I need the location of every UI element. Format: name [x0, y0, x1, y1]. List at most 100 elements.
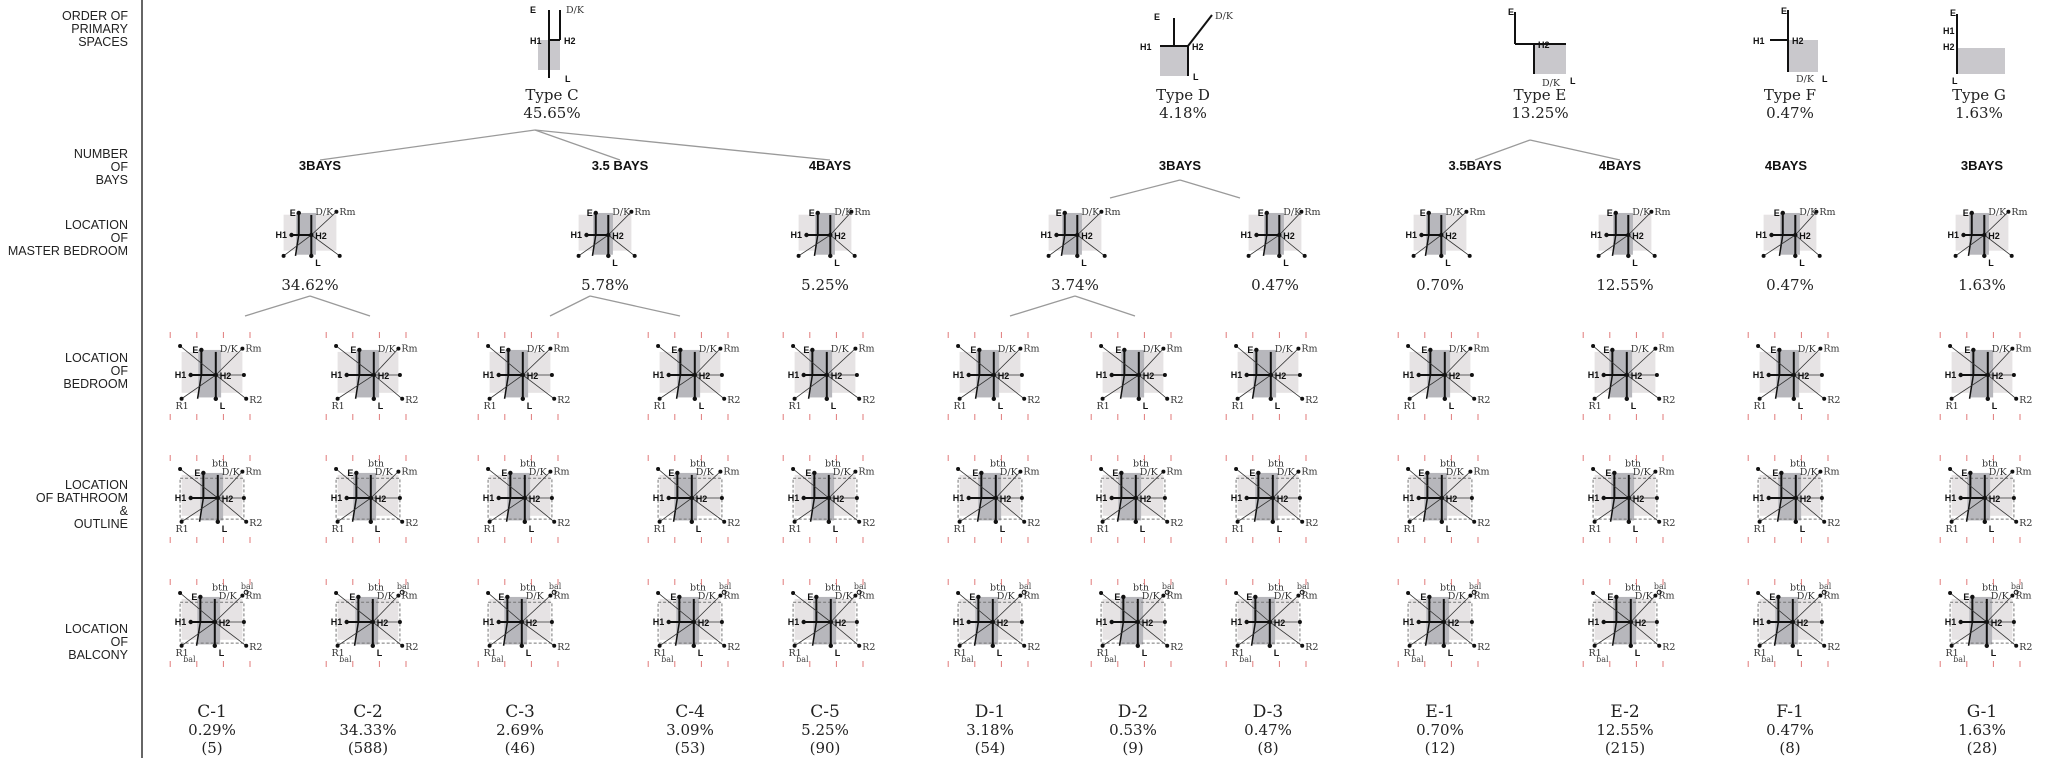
- room-label-entry: E: [194, 468, 200, 478]
- room-label-living: L: [1275, 401, 1281, 411]
- room-label-living: L: [1633, 524, 1639, 534]
- room-label-r2: R2: [1027, 518, 1040, 529]
- room-label-r1: R1: [176, 401, 189, 412]
- room-label-dk: D/K: [1635, 591, 1654, 602]
- room-label-living: L: [1143, 401, 1149, 411]
- room-label-dk: D/K: [566, 5, 585, 16]
- svg-text:BEDROOM: BEDROOM: [63, 377, 128, 391]
- room-label-h1: H1: [1096, 493, 1108, 503]
- room-label-r1: R1: [484, 401, 497, 412]
- bays-label: 4BAYS: [1765, 158, 1807, 173]
- room-label-room: Rm: [854, 207, 870, 218]
- svg-text:BAYS: BAYS: [96, 173, 128, 187]
- room-label-h1: H1: [483, 617, 495, 627]
- room-label-living: L: [998, 401, 1004, 411]
- svg-text:OF: OF: [111, 364, 129, 378]
- room-label-balcony: bal: [2011, 582, 2024, 591]
- room-label-room: Rm: [1823, 467, 1839, 478]
- svg-text:0.47%: 0.47%: [1766, 721, 1814, 739]
- room-label-r1: R1: [1589, 524, 1602, 535]
- room-label-dk: D/K: [1989, 467, 2008, 478]
- room-label-living: L: [1989, 524, 1995, 534]
- svg-text:C-2: C-2: [353, 702, 383, 722]
- room-label-h2: H2: [699, 371, 711, 381]
- room-label-h1: H1: [1406, 230, 1418, 240]
- svg-text:3.18%: 3.18%: [966, 721, 1014, 739]
- room-label-bath: bth: [212, 458, 228, 469]
- room-label-entry: E: [1781, 6, 1787, 16]
- room-label-dk: D/K: [1445, 207, 1464, 218]
- room-label-room: Rm: [1301, 591, 1317, 602]
- room-label-h1: H1: [1588, 370, 1600, 380]
- room-label-entry: E: [290, 208, 296, 218]
- room-label-dk: D/K: [1991, 591, 2010, 602]
- bays-label: 3BAYS: [299, 158, 341, 173]
- room-label-bath: bth: [520, 582, 536, 593]
- room-label-r2: R2: [1170, 642, 1183, 653]
- room-label-r2: R2: [862, 642, 875, 653]
- room-label-entry: E: [587, 208, 593, 218]
- room-label-bath: bth: [1440, 582, 1456, 593]
- room-label-entry: E: [1963, 592, 1969, 602]
- room-label-dk: D/K: [1992, 344, 2011, 355]
- room-label-dk: D/K: [1633, 467, 1652, 478]
- svg-text:LOCATION: LOCATION: [65, 218, 128, 232]
- room-label-dk: D/K: [1283, 207, 1302, 218]
- room-label-entry: E: [1421, 345, 1427, 355]
- room-label-r2: R2: [727, 642, 740, 653]
- room-label-entry: E: [1770, 345, 1776, 355]
- room-label-r2: R2: [1827, 642, 1840, 653]
- svg-text:C-3: C-3: [505, 702, 535, 722]
- room-label-dk: D/K: [377, 591, 396, 602]
- room-label-h1: H1: [530, 36, 542, 46]
- room-label-h2: H2: [526, 618, 538, 628]
- type-g-diagram: E H1 H2 L: [1943, 8, 2005, 86]
- room-label-living: L: [375, 524, 381, 534]
- room-label-h2: H2: [1140, 494, 1152, 504]
- room-label-r2: R2: [2019, 642, 2032, 653]
- room-label-r1: R1: [176, 524, 189, 535]
- svg-text:12.55%: 12.55%: [1596, 721, 1653, 739]
- room-label-r1: R1: [1946, 524, 1959, 535]
- room-label-room: Rm: [245, 344, 261, 355]
- room-label-entry: E: [1961, 468, 1967, 478]
- variant-code-d1: D-1 3.18% (54): [966, 702, 1014, 757]
- room-label-dk: D/K: [835, 591, 854, 602]
- room-label-entry: E: [1420, 208, 1426, 218]
- master-pct: 0.47%: [1766, 276, 1814, 294]
- room-label-entry: E: [970, 345, 976, 355]
- type-d-diagram: E D/K H1 H2 L: [1140, 11, 1234, 82]
- svg-text:(54): (54): [975, 739, 1006, 757]
- room-label-h2: H2: [612, 231, 624, 241]
- svg-text:BALCONY: BALCONY: [68, 648, 128, 662]
- room-label-entry: E: [1774, 208, 1780, 218]
- room-label-balcony: bal: [1596, 655, 1609, 664]
- room-label-r1: R1: [1946, 648, 1959, 659]
- room-label-h2: H2: [1192, 42, 1204, 52]
- room-label-dk: D/K: [1277, 467, 1296, 478]
- room-label-room: Rm: [1304, 207, 1320, 218]
- room-label-entry: E: [499, 345, 505, 355]
- room-label-entry: E: [1603, 345, 1609, 355]
- svg-text:SPACES: SPACES: [78, 35, 128, 49]
- room-label-h1: H1: [1403, 370, 1415, 380]
- master-pct: 34.62%: [281, 276, 338, 294]
- room-label-entry: E: [1964, 345, 1970, 355]
- room-label-living: L: [1798, 401, 1804, 411]
- row-label-master-bedroom: LOCATION OF MASTER BEDROOM: [8, 218, 129, 258]
- svg-text:G-1: G-1: [1967, 702, 1997, 722]
- room-label-room: Rm: [401, 591, 417, 602]
- room-label-entry: E: [350, 345, 356, 355]
- room-label-r2: R2: [727, 518, 740, 529]
